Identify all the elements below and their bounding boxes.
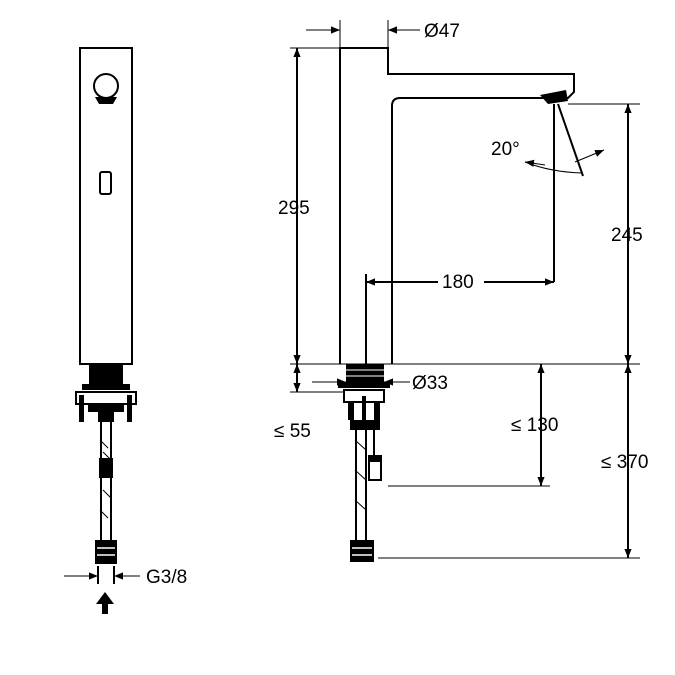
- angle-label: 20°: [491, 139, 520, 160]
- max-hose-label: ≤ 130: [511, 415, 558, 436]
- front-hose-fitting: [95, 540, 117, 564]
- spray-angled: [557, 103, 584, 177]
- front-washer: [82, 384, 130, 390]
- dia-spout-label: Ø47: [424, 21, 460, 42]
- reach-label: 180: [442, 272, 474, 293]
- max-thickness-label: ≤ 55: [274, 421, 311, 442]
- arrow-up-icon: [96, 592, 114, 614]
- side-hose: [355, 430, 375, 548]
- aerator-outlet: [95, 97, 117, 104]
- side-body-spout: [339, 47, 575, 364]
- side-outlet: [540, 90, 568, 104]
- max-total-label: ≤ 370: [601, 452, 648, 473]
- sensor-window: [99, 171, 112, 195]
- height-body-label: 295: [278, 198, 310, 219]
- height-outlet-label: 245: [611, 225, 643, 246]
- thread-label: G3/8: [146, 567, 187, 588]
- side-hose-fitting: [350, 540, 374, 562]
- front-base-flange: [89, 364, 123, 384]
- front-view: G3/8: [64, 47, 187, 614]
- front-body: [79, 47, 133, 365]
- sensor-ring: [93, 73, 119, 99]
- side-base-flange: [346, 364, 384, 382]
- dia-base-label: Ø33: [412, 373, 448, 394]
- side-view: 20° Ø47 295 245 180: [274, 20, 648, 562]
- front-hose: [100, 422, 112, 555]
